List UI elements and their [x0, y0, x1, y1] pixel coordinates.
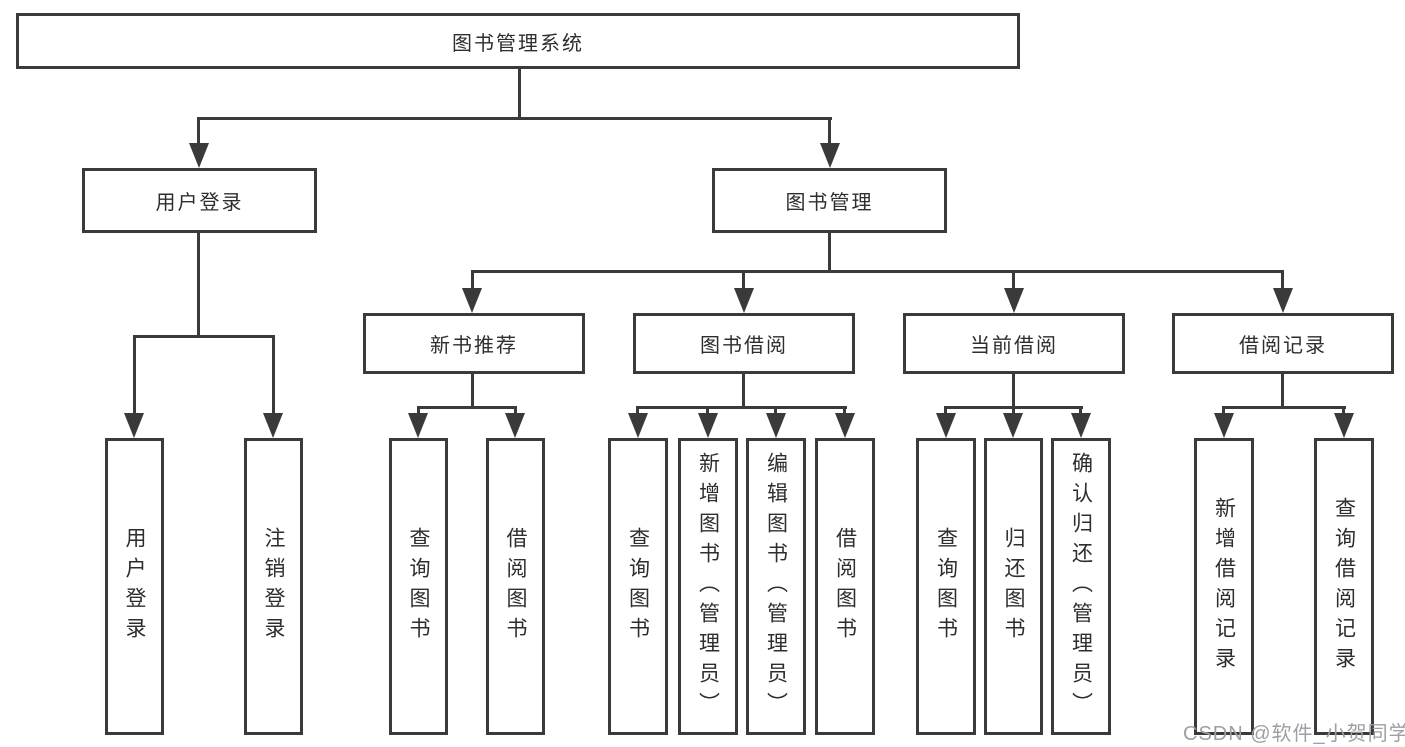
- connector-line: [706, 406, 709, 418]
- connector-line: [1281, 270, 1284, 292]
- arrow-down-icon: [1003, 413, 1023, 438]
- connector-line: [518, 68, 521, 119]
- connector-line: [636, 406, 847, 409]
- leaf-borrow-books-recommend: 借阅图书: [486, 438, 545, 735]
- leaf-label: 编辑图书（管理员）: [764, 451, 788, 722]
- root-node: 图书管理系统: [16, 13, 1020, 69]
- connector-line: [471, 270, 474, 292]
- connector-line: [774, 406, 777, 418]
- connector-line: [828, 233, 831, 272]
- leaf-query-books-current: 查询图书: [916, 438, 976, 735]
- leaf-label: 借阅图书: [833, 526, 857, 647]
- arrow-down-icon: [408, 413, 428, 438]
- node-user-login: 用户登录: [82, 168, 317, 233]
- leaf-query-borrow-record: 查询借阅记录: [1314, 438, 1374, 735]
- leaf-label: 查询图书: [407, 526, 430, 647]
- connector-line: [197, 117, 832, 120]
- leaf-label: 新增借阅记录: [1212, 496, 1236, 677]
- leaf-edit-book-admin: 编辑图书（管理员）: [746, 438, 806, 735]
- connector-line: [1012, 372, 1015, 409]
- connector-line: [843, 406, 846, 418]
- connector-line: [417, 406, 517, 409]
- connector-line: [828, 117, 831, 147]
- arrow-down-icon: [1071, 413, 1091, 438]
- connector-line: [1281, 372, 1284, 409]
- leaf-add-borrow-record: 新增借阅记录: [1194, 438, 1254, 735]
- arrow-down-icon: [505, 413, 525, 438]
- arrow-down-icon: [936, 413, 956, 438]
- leaf-return-book: 归还图书: [984, 438, 1043, 735]
- arrow-down-icon: [462, 288, 482, 313]
- connector-line: [636, 406, 639, 418]
- connector-line: [197, 233, 200, 338]
- leaf-query-books-recommend: 查询图书: [389, 438, 448, 735]
- connector-line: [272, 335, 275, 417]
- leaf-label: 归还图书: [1002, 526, 1025, 647]
- leaf-label: 新增图书（管理员）: [696, 451, 720, 722]
- arrow-down-icon: [189, 143, 209, 168]
- leaf-user-login: 用户登录: [105, 438, 164, 735]
- connector-line: [514, 406, 517, 418]
- connector-line: [197, 117, 200, 147]
- node-book-borrow: 图书借阅: [633, 313, 855, 374]
- connector-line: [742, 372, 745, 409]
- connector-line: [417, 406, 420, 418]
- connector-line: [1222, 406, 1225, 418]
- leaf-label: 注销登录: [262, 526, 285, 647]
- leaf-borrow-books: 借阅图书: [815, 438, 875, 735]
- connector-line: [944, 406, 947, 418]
- leaf-logout: 注销登录: [244, 438, 303, 735]
- arrow-down-icon: [628, 413, 648, 438]
- arrow-down-icon: [1004, 288, 1024, 313]
- arrow-down-icon: [1334, 413, 1354, 438]
- arrow-down-icon: [1273, 288, 1293, 313]
- node-new-book-recommend: 新书推荐: [363, 313, 585, 374]
- arrow-down-icon: [698, 413, 718, 438]
- connector-line: [742, 270, 745, 292]
- arrow-down-icon: [835, 413, 855, 438]
- connector-line: [471, 270, 1284, 273]
- watermark: CSDN @软件_小贺同学: [1183, 723, 1405, 745]
- arrow-down-icon: [1214, 413, 1234, 438]
- connector-line: [471, 372, 474, 409]
- leaf-add-book-admin: 新增图书（管理员）: [678, 438, 738, 735]
- arrow-down-icon: [820, 143, 840, 168]
- arrow-down-icon: [124, 413, 144, 438]
- arrow-down-icon: [734, 288, 754, 313]
- node-borrow-records: 借阅记录: [1172, 313, 1394, 374]
- arrow-down-icon: [766, 413, 786, 438]
- connector-line: [1012, 270, 1015, 292]
- leaf-label: 查询图书: [934, 526, 958, 647]
- node-book-management: 图书管理: [712, 168, 947, 233]
- leaf-label: 查询借阅记录: [1332, 496, 1356, 677]
- node-current-borrow: 当前借阅: [903, 313, 1125, 374]
- connector-line: [1342, 406, 1345, 418]
- arrow-down-icon: [263, 413, 283, 438]
- leaf-label: 借阅图书: [504, 526, 527, 647]
- leaf-label: 查询图书: [626, 526, 650, 647]
- leaf-label: 用户登录: [123, 526, 146, 647]
- leaf-label: 确认归还（管理员）: [1069, 451, 1093, 722]
- leaf-confirm-return-admin: 确认归还（管理员）: [1051, 438, 1111, 735]
- connector-line: [1012, 406, 1015, 418]
- leaf-query-books-borrow: 查询图书: [608, 438, 668, 735]
- connector-line: [133, 335, 136, 417]
- connector-line: [1222, 406, 1346, 409]
- connector-line: [1079, 406, 1082, 418]
- connector-line: [133, 335, 275, 338]
